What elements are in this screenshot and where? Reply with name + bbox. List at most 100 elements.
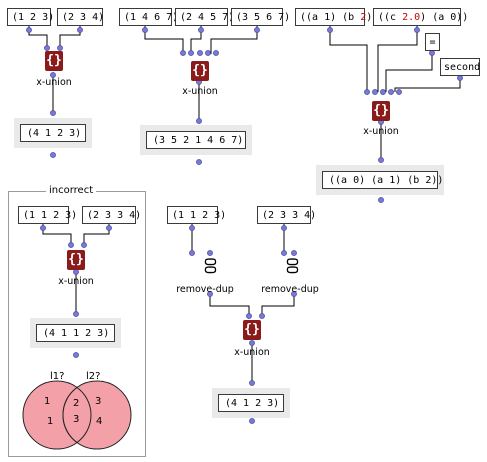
port-dot [44,45,50,51]
list-input-4a[interactable]: (1 1 2 3) [18,206,77,224]
patch-cord [144,26,184,54]
venn-label-l1: l1? [50,371,65,382]
port-dot [254,27,260,33]
port-dot [396,89,402,95]
patch-cord [190,26,202,54]
port-dot [327,27,333,33]
result-box-5: (4 1 2 3) [212,388,290,418]
list-input-1b[interactable]: (2 3 4) [57,8,104,26]
port-dot [378,197,384,203]
result-value-4[interactable]: (4 1 1 2 3) [36,324,115,342]
patch-cord [59,26,81,49]
equal-test-box[interactable]: = [425,33,440,51]
patch-cord [329,26,368,92]
port-dot [26,27,32,33]
x-union-label: x-union [36,77,72,88]
x-union-icon[interactable]: {} [372,101,390,121]
result-box-2: (3 5 2 1 4 6 7) [140,125,252,155]
remove-dup-glyph-bottom: ᑕᑐ [286,266,298,276]
port-dot [188,50,194,56]
port-dot [207,250,213,256]
x-union-icon[interactable]: {} [243,320,261,340]
port-dot [198,27,204,33]
port-dot [189,250,195,256]
port-dot [196,118,202,124]
port-dot [378,157,384,163]
list-input-3b[interactable]: ((c 2.0) (a 0)) [373,8,468,26]
port-dot [249,340,255,346]
patch-cord [394,76,461,92]
venn-both-bottom: 3 [73,414,80,425]
list-3a-number: 2 [360,12,367,23]
list-input-5b[interactable]: (2 3 3 4) [257,206,316,224]
list-input-5a[interactable]: (1 1 2 3) [167,206,226,224]
port-dot [50,110,56,116]
venn-both-top: 2 [73,398,80,409]
venn-intersection [62,386,92,444]
second-key-box[interactable]: second [440,58,480,76]
port-dot [380,89,386,95]
port-dot [142,27,148,33]
result-box-4: (4 1 1 2 3) [30,318,121,348]
result-box-3: ((a 0) (a 1) (b 2)) [316,165,444,195]
port-dot [281,250,287,256]
port-dot [281,225,287,231]
result-value-5[interactable]: (4 1 2 3) [218,394,284,412]
remove-dup-glyph-bottom: ᑕᑐ [204,266,216,276]
list-input-4b[interactable]: (2 3 3 4) [82,206,141,224]
patch-cord [385,51,433,92]
list-input-2a[interactable]: (1 4 6 7) [119,8,178,26]
result-value-3[interactable]: ((a 0) (a 1) (b 2)) [322,171,443,189]
port-dot [388,89,394,95]
port-dot [291,250,297,256]
venn-label-l2: l2? [86,371,101,382]
port-dot [414,27,420,33]
x-union-label: x-union [182,86,218,97]
port-dot [249,380,255,386]
port-dot [189,225,195,231]
port-dot [197,50,203,56]
result-value-2[interactable]: (3 5 2 1 4 6 7) [146,131,246,149]
port-dot [77,27,83,33]
remove-dup-glyph-top: ᑕᑐ [286,258,298,268]
patch-cord [261,292,295,316]
list-3b-part1: ((c [378,12,403,23]
x-union-icon[interactable]: {} [191,61,209,81]
patch-cord [210,26,258,54]
result-value-1[interactable]: (4 1 2 3) [20,124,86,142]
patch-cord [209,292,250,316]
list-input-2b[interactable]: (2 4 5 7) [175,8,234,26]
port-dot [249,418,255,424]
x-union-icon[interactable]: {} [67,250,85,270]
list-3b-number: 2.0 [402,12,421,23]
port-dot [50,152,56,158]
list-input-3a[interactable]: ((a 1) (b 2)) [295,8,378,26]
patch-cord [377,26,418,92]
x-union-label: x-union [234,347,270,358]
list-input-1a[interactable]: (1 2 3) [7,8,54,26]
venn-l1-only-bottom: 1 [47,416,54,427]
result-box-1: (4 1 2 3) [14,118,92,148]
remove-dup-glyph-top: ᑕᑐ [204,258,216,268]
port-dot [205,50,211,56]
venn-diagram [22,380,132,450]
port-dot [57,45,63,51]
patch-cord [28,26,48,49]
venn-l2-only-top: 3 [95,396,102,407]
remove-dup-label: remove-dup [261,284,319,295]
list-input-2c[interactable]: (3 5 6 7) [231,8,290,26]
port-dot [196,159,202,165]
x-union-label: x-union [363,126,399,137]
x-union-label: x-union [58,276,94,287]
venn-l1-only-top: 1 [44,396,51,407]
remove-dup-label: remove-dup [176,284,234,295]
list-3b-part3: ) (a 0)) [420,12,469,23]
port-dot [246,313,252,319]
list-3a-part1: ((a 1) (b [300,12,361,23]
port-dot [372,89,378,95]
venn-l2-only-bottom: 4 [96,416,103,427]
x-union-icon[interactable]: {} [45,51,63,71]
